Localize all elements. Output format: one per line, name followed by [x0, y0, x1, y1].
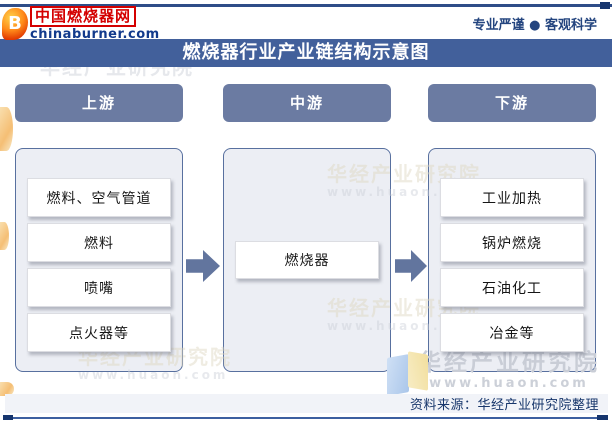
- watermark-fragment: [0, 222, 9, 250]
- top-rule-cap: [600, 2, 610, 9]
- site-domain: chinaburner.com: [30, 27, 160, 42]
- midstream-item: 燃烧器: [235, 241, 379, 279]
- stage-header-downstream: 下游: [428, 84, 596, 122]
- downstream-container: 工业加热 锅炉燃烧 石油化工 冶金等: [428, 148, 596, 372]
- upstream-item: 点火器等: [27, 313, 171, 352]
- footer-band: 资料来源：华经产业研究院整理: [5, 394, 608, 413]
- upstream-item: 燃料、空气管道: [27, 178, 171, 217]
- upstream-container: 燃料、空气管道 燃料 喷嘴 点火器等: [15, 148, 183, 372]
- downstream-item: 锅炉燃烧: [440, 223, 584, 262]
- page-title: 燃烧器行业产业链结构示意图: [0, 39, 612, 67]
- site-name: 中国燃烧器网: [30, 6, 137, 27]
- arrow-right-icon: [186, 250, 220, 282]
- downstream-item: 冶金等: [440, 313, 584, 352]
- bottom-rule-cap-left: [3, 415, 13, 420]
- upstream-item: 燃料: [27, 223, 171, 262]
- watermark-url: www.huaon.com: [429, 376, 589, 391]
- bottom-rule-cap-right: [597, 415, 608, 420]
- downstream-item: 石油化工: [440, 268, 584, 307]
- stage-header-midstream: 中游: [223, 84, 391, 122]
- data-source: 资料来源：华经产业研究院整理: [409, 398, 599, 413]
- tagline: 专业严谨 ● 客观科学: [472, 18, 597, 33]
- midstream-container: 燃烧器: [223, 148, 391, 372]
- watermark-fragment: [0, 107, 13, 151]
- upstream-item: 喷嘴: [27, 268, 171, 307]
- top-rule: [0, 4, 612, 7]
- site-logo[interactable]: B 中国燃烧器网 chinaburner.com: [2, 6, 160, 42]
- arrow-right-icon: [395, 250, 427, 282]
- stage-header-upstream: 上游: [15, 84, 183, 122]
- bottom-rule: [5, 417, 607, 419]
- watermark-ribbon-icon: [408, 351, 428, 391]
- flame-icon: B: [2, 8, 28, 40]
- downstream-item: 工业加热: [440, 178, 584, 217]
